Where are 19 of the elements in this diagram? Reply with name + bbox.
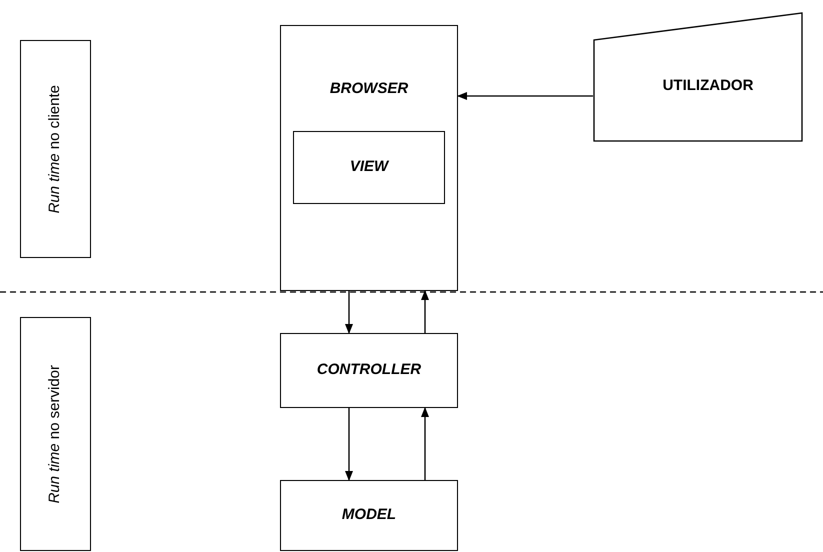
arrow — [345, 408, 353, 481]
arrow — [421, 407, 429, 480]
node-label: UTILIZADOR — [662, 76, 754, 96]
browser-box — [280, 25, 458, 291]
node-label: CONTROLLER — [316, 360, 422, 380]
node-label: BROWSER — [330, 79, 408, 99]
user-trapezoid — [593, 12, 803, 142]
process-box — [293, 131, 445, 204]
arrow — [345, 291, 353, 334]
side-label-box — [20, 40, 91, 258]
process-box — [280, 333, 458, 408]
arrow — [421, 290, 429, 333]
node-label: VIEW — [350, 157, 388, 178]
arrow — [457, 92, 593, 100]
node-label: MODEL — [342, 505, 396, 526]
side-label-box — [20, 317, 91, 551]
rotated-label: Run time no servidor — [45, 364, 64, 504]
rotated-label: Run time no cliente — [45, 84, 64, 214]
process-box — [280, 480, 458, 551]
